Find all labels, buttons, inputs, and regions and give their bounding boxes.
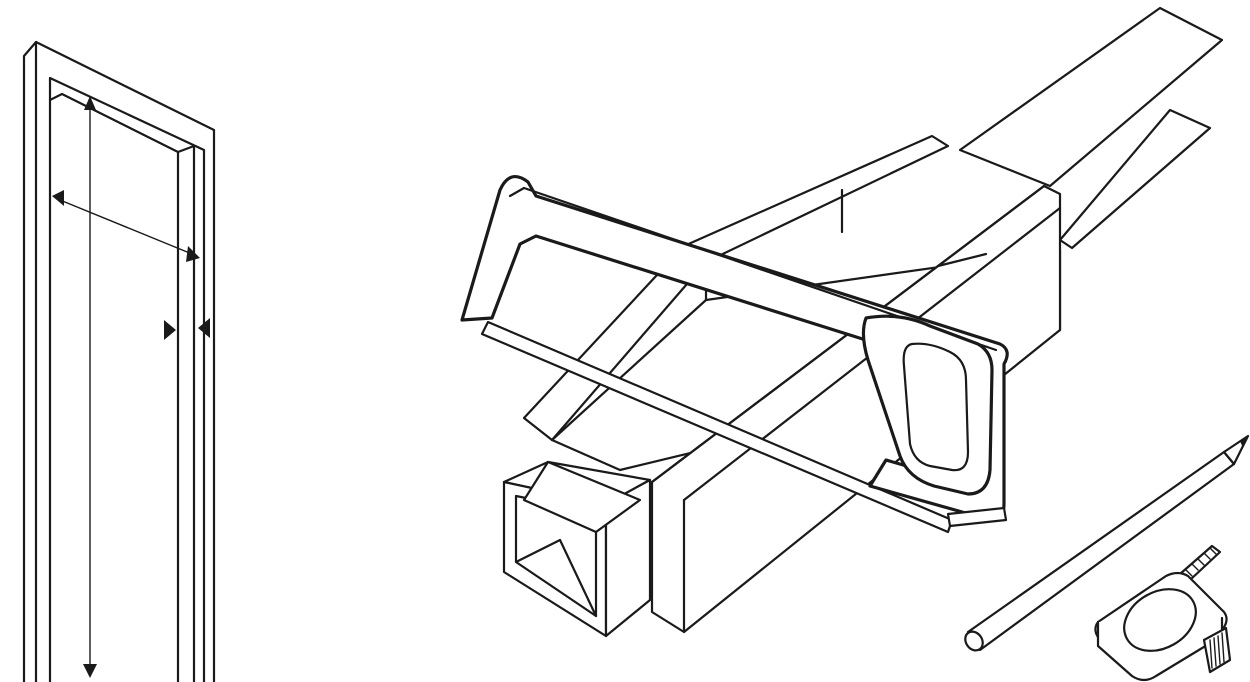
hacksaw-frame-ridge xyxy=(508,186,998,352)
frame-inner-edge xyxy=(48,76,206,682)
pencil-end xyxy=(964,630,984,652)
board-lower-far xyxy=(1058,108,1212,250)
hacksaw-tension-nut xyxy=(946,506,1008,528)
hacksaw-handle-grip-hole xyxy=(902,342,970,472)
frame-outer-edge xyxy=(22,40,216,682)
width-arrow xyxy=(52,190,200,262)
mitre-box-back-wall-top xyxy=(682,134,950,264)
height-arrow xyxy=(83,96,97,678)
hacksaw-blade xyxy=(480,320,954,534)
board-near-end xyxy=(522,460,642,534)
thickness-arrows xyxy=(164,318,210,340)
pencil xyxy=(964,434,1250,652)
frame-rebate-top xyxy=(48,92,196,154)
tape-case-dial xyxy=(1123,588,1197,652)
tape-measure xyxy=(1094,544,1232,682)
box-end-side xyxy=(604,478,652,638)
pencil-lead xyxy=(1240,436,1248,448)
door-frame-measurement xyxy=(22,40,216,682)
box-end-inner-floor xyxy=(514,538,562,564)
mitre-slot-front xyxy=(936,252,988,268)
tape-ticks xyxy=(1185,547,1217,577)
mitre-box xyxy=(502,6,1224,638)
tape-lock-grip xyxy=(1202,626,1232,674)
box-end-inner-diag xyxy=(558,538,598,618)
hacksaw xyxy=(460,174,1009,534)
board-top-far xyxy=(958,6,1224,188)
